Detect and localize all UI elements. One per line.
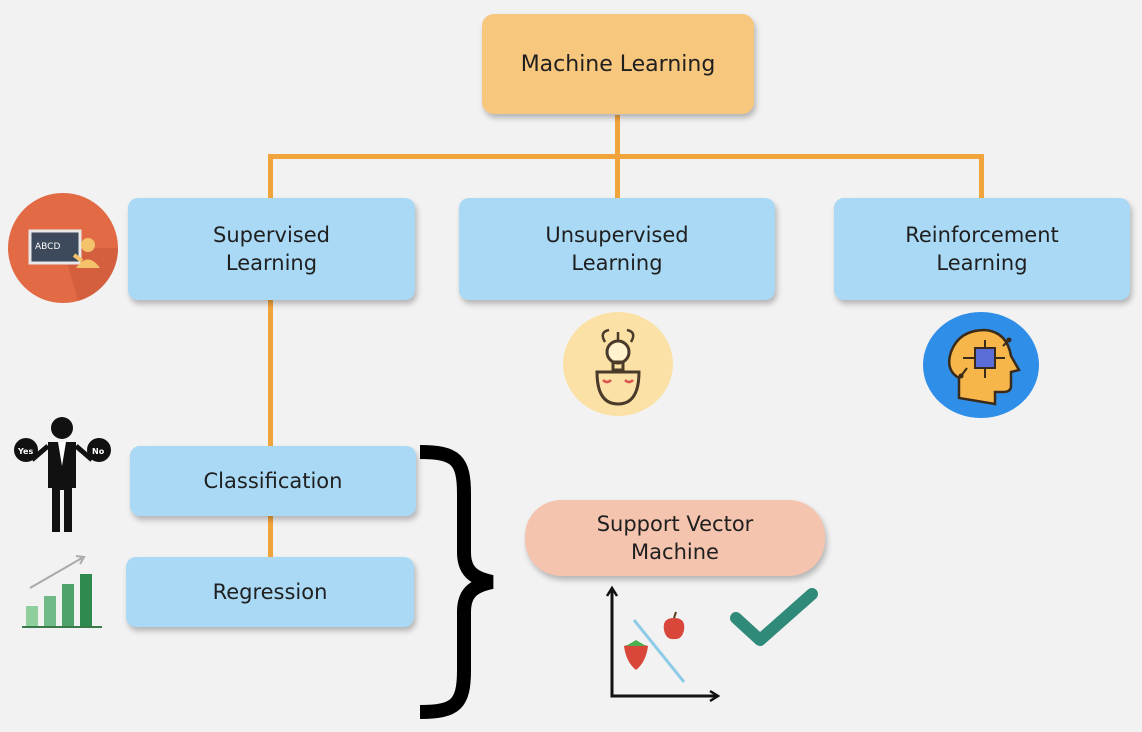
connector-reinforcement-down	[979, 154, 984, 200]
connector-root-down	[615, 115, 620, 157]
node-unsupervised-learning: Unsupervised Learning	[459, 198, 775, 300]
node-label: Supervised Learning	[213, 223, 330, 275]
node-label: Support Vector Machine	[596, 512, 754, 564]
node-label: Machine Learning	[520, 51, 716, 77]
connector-supervised-down	[268, 154, 273, 200]
board-text: ABCD	[35, 242, 60, 252]
brain-lightbulb-icon	[563, 312, 673, 416]
connector-horizontal	[268, 154, 984, 159]
node-supervised-learning: Supervised Learning	[128, 198, 415, 300]
bar-chart-growth-icon	[22, 555, 102, 628]
ai-head-chip-icon	[923, 312, 1039, 418]
checkmark-icon	[730, 588, 818, 646]
node-label: Reinforcement Learning	[905, 223, 1059, 275]
scatter-plot-fruit-icon	[605, 585, 721, 703]
node-regression: Regression	[126, 557, 414, 627]
curly-brace-icon	[419, 445, 494, 719]
node-reinforcement-learning: Reinforcement Learning	[834, 198, 1130, 300]
node-classification: Classification	[130, 446, 416, 516]
node-machine-learning: Machine Learning	[482, 14, 754, 114]
connector-classification-to-regression	[268, 515, 273, 559]
node-label: Unsupervised Learning	[545, 223, 689, 275]
businessman-yes-no-icon: Yes No	[14, 417, 111, 532]
teacher-board-icon: ABCD	[8, 193, 119, 303]
node-label: Regression	[212, 580, 328, 604]
no-label: No	[92, 447, 105, 456]
connector-supervised-to-classification	[268, 300, 273, 448]
node-label: Classification	[203, 469, 343, 493]
yes-label: Yes	[17, 447, 33, 456]
connector-unsupervised-down	[615, 154, 620, 200]
node-support-vector-machine: Support Vector Machine	[525, 500, 825, 576]
